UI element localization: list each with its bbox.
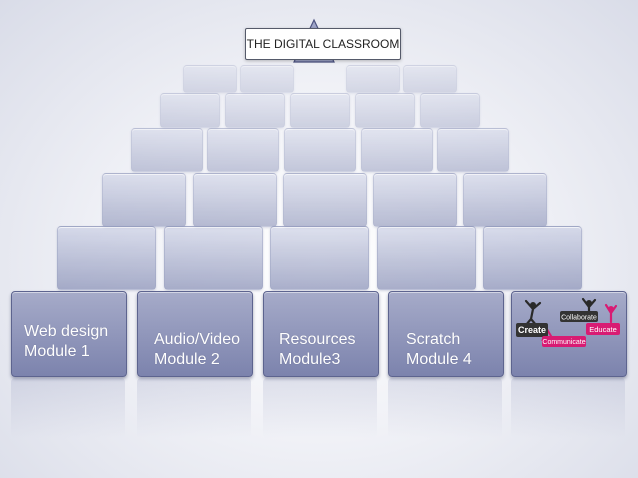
- module-reflection: [137, 378, 251, 438]
- pyramid-tile: [284, 128, 356, 172]
- module-2-tile[interactable]: Audio/Video Module 2: [137, 291, 253, 377]
- module-2-subtitle: Module 2: [154, 351, 220, 368]
- module-3-title: Resources: [279, 331, 356, 348]
- pyramid-tile: [355, 93, 415, 128]
- logo-communicate-text: Communicate: [542, 339, 585, 346]
- module-1-tile[interactable]: Web design Module 1: [11, 291, 127, 377]
- module-4-label: Scratch Module 4: [406, 330, 472, 370]
- module-reflection: [511, 378, 625, 438]
- pyramid-tile: [483, 226, 582, 290]
- module-3-tile[interactable]: Resources Module3: [263, 291, 379, 377]
- pyramid-tile: [225, 93, 285, 128]
- pyramid-tile: [160, 93, 220, 128]
- pyramid-tile: [207, 128, 279, 172]
- module-4-subtitle: Module 4: [406, 351, 472, 368]
- logo-educate-text: Educate: [589, 325, 617, 334]
- pyramid-tile: [346, 65, 400, 93]
- module-3-subtitle: Module3: [279, 351, 341, 368]
- module-1-label: Web design Module 1: [24, 322, 108, 362]
- pyramid-tile: [290, 93, 350, 128]
- pyramid-tile: [420, 93, 480, 128]
- pyramid-tile: [437, 128, 509, 172]
- module-4-tile[interactable]: Scratch Module 4: [388, 291, 504, 377]
- pyramid-tile: [131, 128, 203, 172]
- pyramid-tile: [240, 65, 294, 93]
- module-2-title: Audio/Video: [154, 331, 240, 348]
- module-1-subtitle: Module 1: [24, 343, 90, 360]
- pyramid-tile: [463, 173, 547, 227]
- pyramid-tile: [164, 226, 263, 290]
- pyramid-tile: [183, 65, 237, 93]
- module-reflection: [388, 378, 502, 438]
- module-2-label: Audio/Video Module 2: [154, 330, 240, 370]
- module-4-title: Scratch: [406, 331, 461, 348]
- digital-classroom-logo: Collaborate Create Educate Communicate: [516, 297, 620, 347]
- pyramid-tile: [361, 128, 433, 172]
- pyramid-tile: [193, 173, 277, 227]
- module-reflection: [11, 378, 125, 438]
- pyramid-tile: [102, 173, 186, 227]
- diagram-title: THE DIGITAL CLASSROOM: [245, 28, 401, 60]
- logo-create-text: Create: [518, 325, 546, 335]
- pyramid-tile: [270, 226, 369, 290]
- pyramid-tile: [283, 173, 367, 227]
- pyramid-tile: [377, 226, 476, 290]
- pyramid-tile: [57, 226, 156, 290]
- module-1-title: Web design: [24, 323, 109, 340]
- module-3-label: Resources Module3: [279, 330, 355, 370]
- module-reflection: [263, 378, 377, 438]
- pyramid-tile: [403, 65, 457, 93]
- logo-collaborate-text: Collaborate: [561, 315, 597, 322]
- pyramid-tile: [373, 173, 457, 227]
